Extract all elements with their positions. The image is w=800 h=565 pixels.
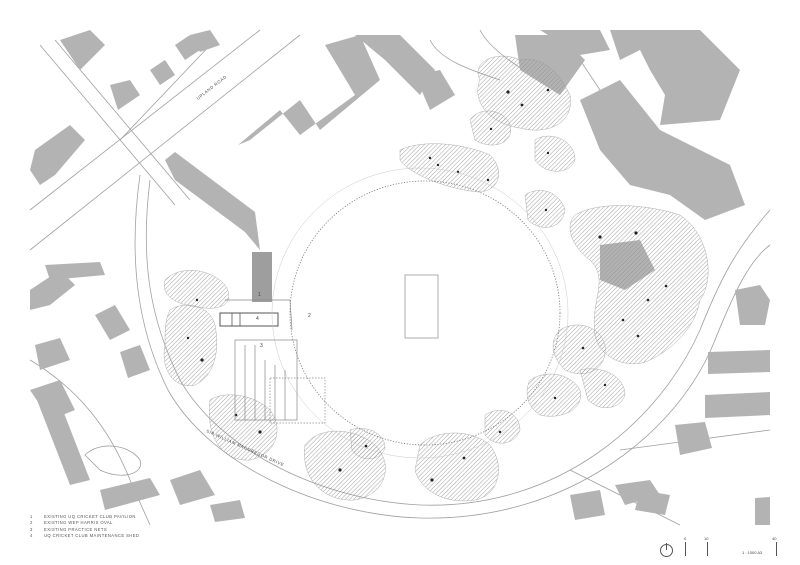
scale-tick — [776, 542, 777, 556]
north-arrow-icon — [660, 543, 673, 557]
scale-tick-label: 10 — [704, 536, 709, 541]
scale-tick-label: 0 — [684, 536, 687, 541]
scale-tick — [707, 542, 708, 556]
marker-2: 2 — [308, 313, 311, 319]
scale-bar: 0 10 40 1 : 1000 A3 — [680, 536, 780, 560]
scale-tick — [685, 542, 686, 556]
scale-tick-label: 40 — [772, 536, 777, 541]
tree-canopies — [163, 55, 709, 502]
cricket-oval — [271, 167, 569, 459]
practice-nets — [225, 299, 326, 424]
marker-3: 3 — [260, 343, 263, 349]
scale-ratio: 1 : 1000 A3 — [742, 550, 763, 555]
marker-1: 1 — [258, 292, 261, 298]
marker-4: 4 — [256, 316, 259, 322]
tree-trunks — [186, 88, 668, 482]
